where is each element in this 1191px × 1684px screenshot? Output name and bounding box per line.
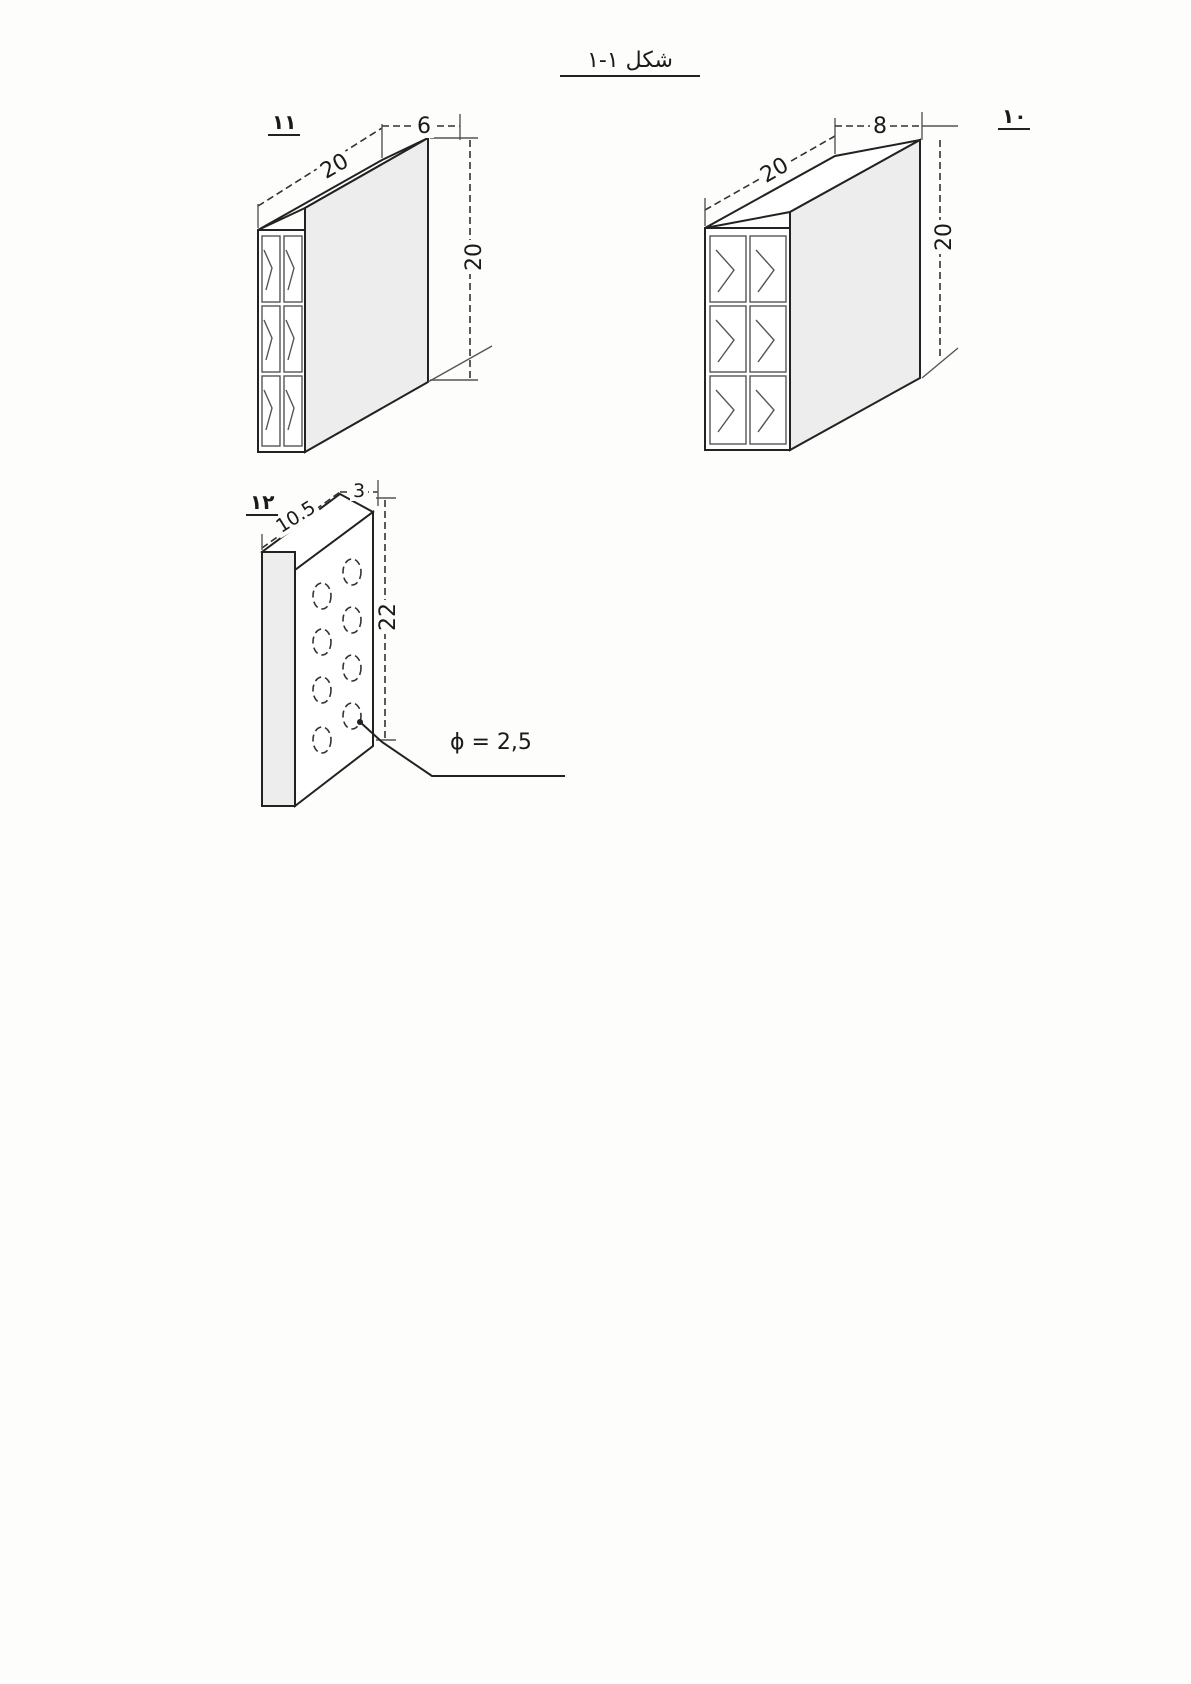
figure-10-cells: [709, 235, 787, 445]
figure-10-drawing: [704, 112, 959, 452]
figure-11-height-label: 20: [462, 240, 487, 274]
figure-12-perforations: [312, 558, 362, 754]
figure-11-front-face: [257, 229, 306, 453]
figure-11-width-label: 6: [414, 116, 434, 138]
figure-10-number: ۱۰: [998, 106, 1031, 130]
figure-12-diameter-label: ϕ = 2,5: [450, 730, 532, 755]
figure-12-height-label: 22: [376, 600, 401, 634]
figure-12-end-face: [261, 551, 296, 807]
page-heading: شکل ۱-۱: [560, 48, 700, 77]
figure-11-side-face: [304, 136, 429, 454]
figure-11-cells: [261, 235, 303, 447]
figure-10-height-label: 20: [932, 220, 957, 254]
figure-11-drawing: [257, 114, 493, 454]
figure-11-number: ۱۱: [268, 112, 301, 136]
figure-12-number: ۱۲: [246, 492, 279, 516]
figure-10-front-face: [704, 227, 791, 451]
figure-12-drawing: [260, 480, 565, 809]
figure-12-width-label: 3: [350, 482, 369, 501]
figure-10-width-label: 8: [870, 116, 890, 138]
